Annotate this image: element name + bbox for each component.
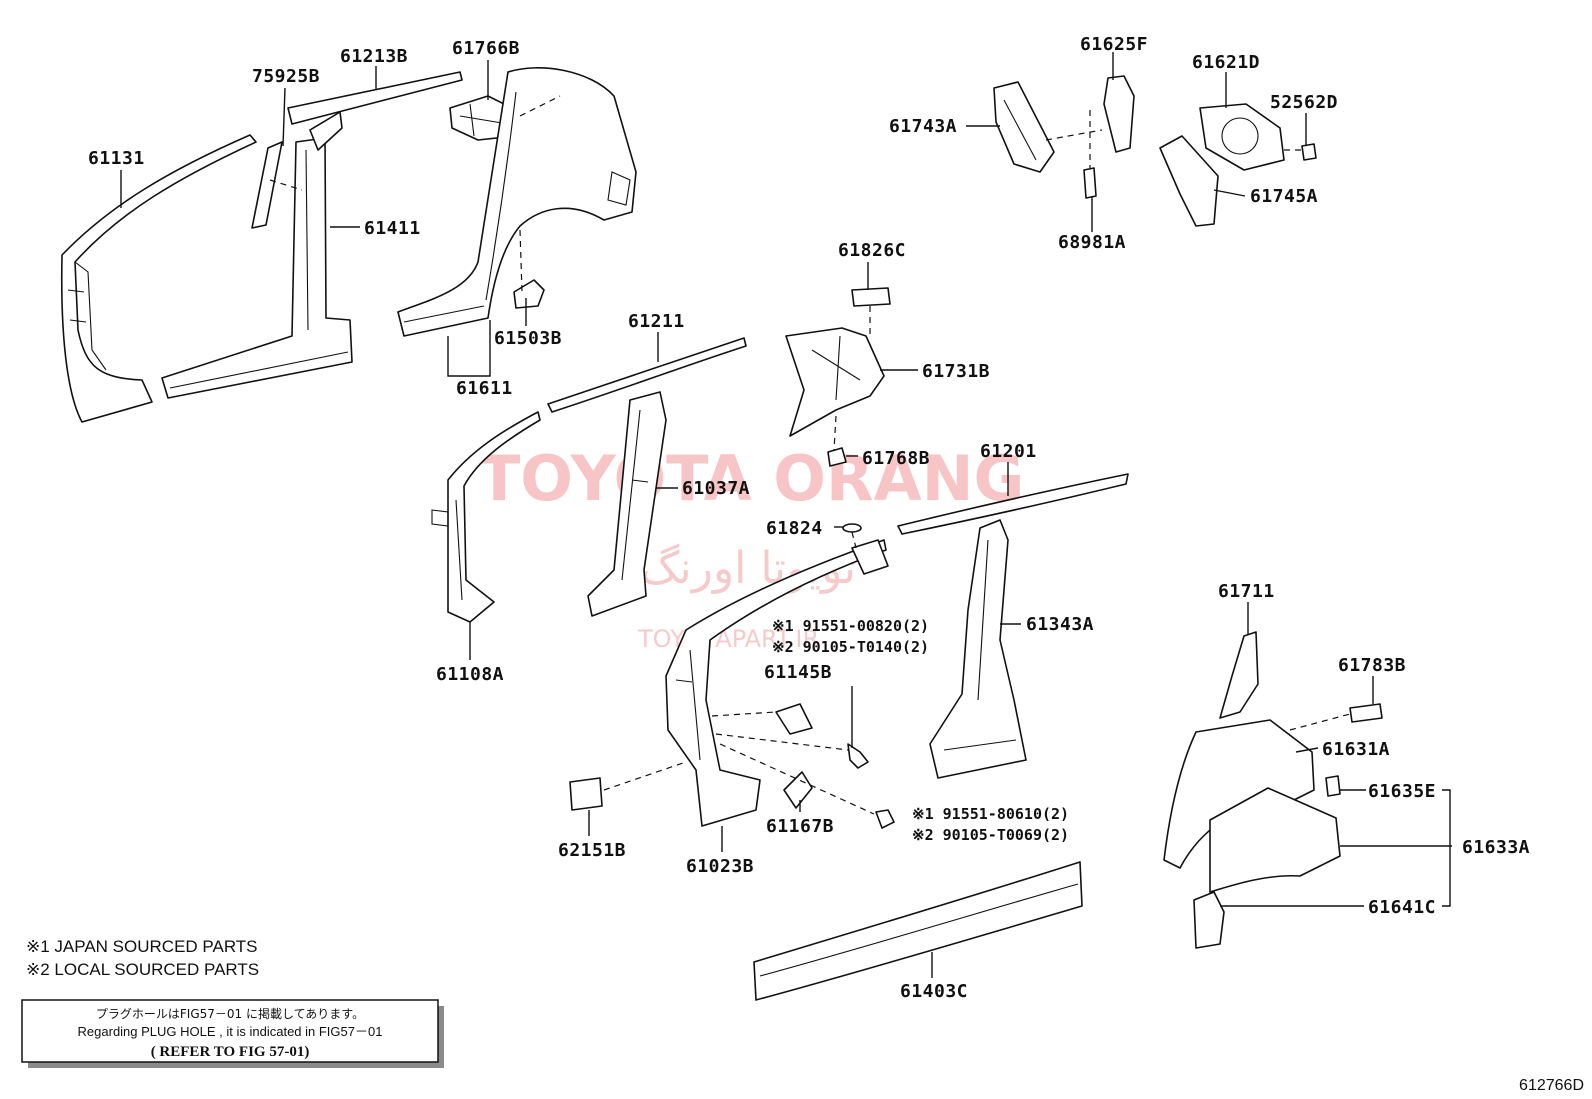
part-labels: 61131 75925B 61213B 61766B 61411 61503B …	[88, 34, 1530, 1002]
label-61213B: 61213B	[340, 46, 408, 67]
label-61731B: 61731B	[922, 361, 990, 382]
part-61037A-illustration	[587, 391, 667, 617]
part-61167B-illustration	[783, 771, 813, 809]
figure-id: 612766D	[1519, 1077, 1584, 1094]
part-61108A-illustration	[431, 411, 541, 623]
assembly-dashed-lines	[269, 95, 1351, 815]
part-61743A-illustration	[993, 81, 1055, 173]
watermark: TOYOTA ORANG تویوتا اورنگ TOYOTAPART.IR	[478, 442, 1024, 653]
label-61167B: 61167B	[766, 816, 834, 837]
label-61766B: 61766B	[452, 38, 520, 59]
part-61403C-illustration	[753, 861, 1083, 1001]
label-61711: 61711	[1218, 581, 1275, 602]
label-61783B: 61783B	[1338, 655, 1406, 676]
reference-fig-link[interactable]: ( REFER TO FIG 57-01)	[151, 1044, 310, 1060]
label-61131: 61131	[88, 148, 145, 169]
legend-notes: ※1 JAPAN SOURCED PARTS ※2 LOCAL SOURCED …	[26, 937, 259, 979]
reference-japanese-text: プラグホールはFIG57－01 に掲載してあります。	[96, 1006, 364, 1021]
part-61745A-illustration	[1159, 135, 1219, 227]
watermark-main: TOYOTA ORANG	[478, 442, 1024, 515]
part-61621D-illustration	[1199, 103, 1285, 171]
reference-box: プラグホールはFIG57－01 に掲載してあります。 Regarding PLU…	[21, 999, 444, 1068]
part-61768B-illustration	[827, 447, 847, 467]
watermark-site: TOYOTAPART.IR	[637, 625, 819, 653]
label-52562D: 52562D	[1270, 92, 1338, 113]
part-61201-illustration	[897, 473, 1129, 535]
part-61145B-illustration	[775, 703, 813, 735]
part-52562D-illustration	[1301, 143, 1317, 161]
label-61145B: 61145B	[764, 662, 832, 683]
note-japan-sourced: ※1 JAPAN SOURCED PARTS	[26, 937, 258, 956]
label-61411: 61411	[364, 218, 421, 239]
label-61768B: 61768B	[862, 448, 930, 469]
part-61824-illustration	[842, 523, 862, 533]
label-61631A: 61631A	[1322, 739, 1390, 760]
part-61783B-illustration	[1349, 703, 1383, 723]
part-61213B-illustration	[287, 71, 463, 125]
part-61731B-illustration	[785, 327, 885, 437]
label-61743A: 61743A	[889, 116, 957, 137]
label-61625F: 61625F	[1080, 34, 1148, 55]
part-61625F-illustration	[1103, 75, 1135, 153]
label-61403C: 61403C	[900, 981, 968, 1002]
label-61037A: 61037A	[682, 478, 750, 499]
part-68981A-illustration	[1083, 167, 1097, 199]
label-68981A: 68981A	[1058, 232, 1126, 253]
fastener-lower-local: ※2 90105-T0069(2)	[912, 826, 1069, 844]
part-61211-illustration	[547, 337, 747, 413]
reference-english-text: Regarding PLUG HOLE , it is indicated in…	[78, 1024, 383, 1039]
label-61745A: 61745A	[1250, 186, 1318, 207]
part-61131-illustration	[60, 134, 257, 423]
bolt-lower-illustration	[875, 809, 895, 829]
part-61411-illustration	[161, 111, 353, 399]
label-61023B: 61023B	[686, 856, 754, 877]
label-61633A: 61633A	[1462, 837, 1530, 858]
leader-lines	[120, 52, 1452, 978]
part-61611-illustration	[397, 67, 637, 337]
fastener-upper-japan: ※1 91551-00820(2)	[772, 617, 929, 635]
label-61108A: 61108A	[436, 664, 504, 685]
part-61633A-illustration	[1209, 787, 1341, 893]
label-61211: 61211	[628, 311, 685, 332]
label-75925B: 75925B	[252, 66, 320, 87]
label-61826C: 61826C	[838, 240, 906, 261]
label-61503B: 61503B	[494, 328, 562, 349]
part-61343A-illustration	[929, 519, 1027, 779]
label-61824: 61824	[766, 518, 823, 539]
part-61826C-illustration	[851, 287, 891, 307]
label-61343A: 61343A	[1026, 614, 1094, 635]
fastener-callouts: ※1 91551-00820(2) ※2 90105-T0140(2) ※1 9…	[772, 617, 1069, 844]
label-61611: 61611	[456, 378, 513, 399]
part-61023B-illustration	[665, 539, 889, 827]
part-61641C-illustration	[1193, 891, 1225, 949]
label-61201: 61201	[980, 441, 1037, 462]
bolt-upper-illustration	[847, 743, 869, 769]
part-75925B-illustration	[251, 141, 283, 229]
fastener-lower-japan: ※1 91551-80610(2)	[912, 805, 1069, 823]
note-local-sourced: ※2 LOCAL SOURCED PARTS	[26, 960, 259, 979]
label-61635E: 61635E	[1368, 781, 1436, 802]
part-61635E-illustration	[1325, 775, 1341, 797]
part-61711-illustration	[1219, 631, 1259, 719]
part-62151B-illustration	[569, 777, 603, 811]
label-62151B: 62151B	[558, 840, 626, 861]
fastener-upper-local: ※2 90105-T0140(2)	[772, 638, 929, 656]
label-61621D: 61621D	[1192, 52, 1260, 73]
label-61641C: 61641C	[1368, 897, 1436, 918]
part-61503B-illustration	[513, 279, 545, 309]
